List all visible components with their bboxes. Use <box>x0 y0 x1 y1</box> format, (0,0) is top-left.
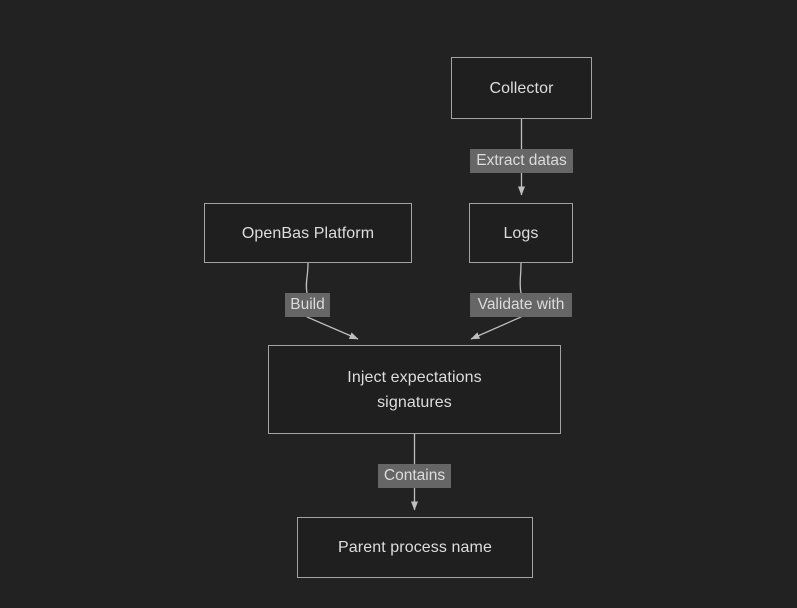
node-logs-label: Logs <box>503 224 539 242</box>
edge-label-validate-with-text: Validate with <box>477 296 565 313</box>
edge-label-contains-text: Contains <box>383 467 446 484</box>
edge-label-validate-with: Validate with <box>470 293 572 317</box>
edge-label-build: Build <box>285 293 330 317</box>
edge-label-contains: Contains <box>378 464 451 488</box>
node-parent-process-name[interactable]: Parent process name <box>297 517 533 578</box>
node-logs[interactable]: Logs <box>469 203 573 263</box>
node-inject-expectations-signatures[interactable]: Inject expectations signatures <box>268 345 561 434</box>
node-inject-expectations-signatures-label: Inject expectations signatures <box>347 368 482 411</box>
node-openbas-platform-label: OpenBas Platform <box>241 224 375 242</box>
edge-label-extract-datas-text: Extract datas <box>476 152 567 169</box>
node-parent-process-name-label: Parent process name <box>338 539 492 556</box>
node-collector-label: Collector <box>489 79 554 97</box>
edge-label-extract-datas: Extract datas <box>470 149 573 173</box>
node-openbas-platform[interactable]: OpenBas Platform <box>204 203 412 263</box>
edge-label-build-text: Build <box>290 296 325 313</box>
node-collector[interactable]: Collector <box>451 57 592 119</box>
